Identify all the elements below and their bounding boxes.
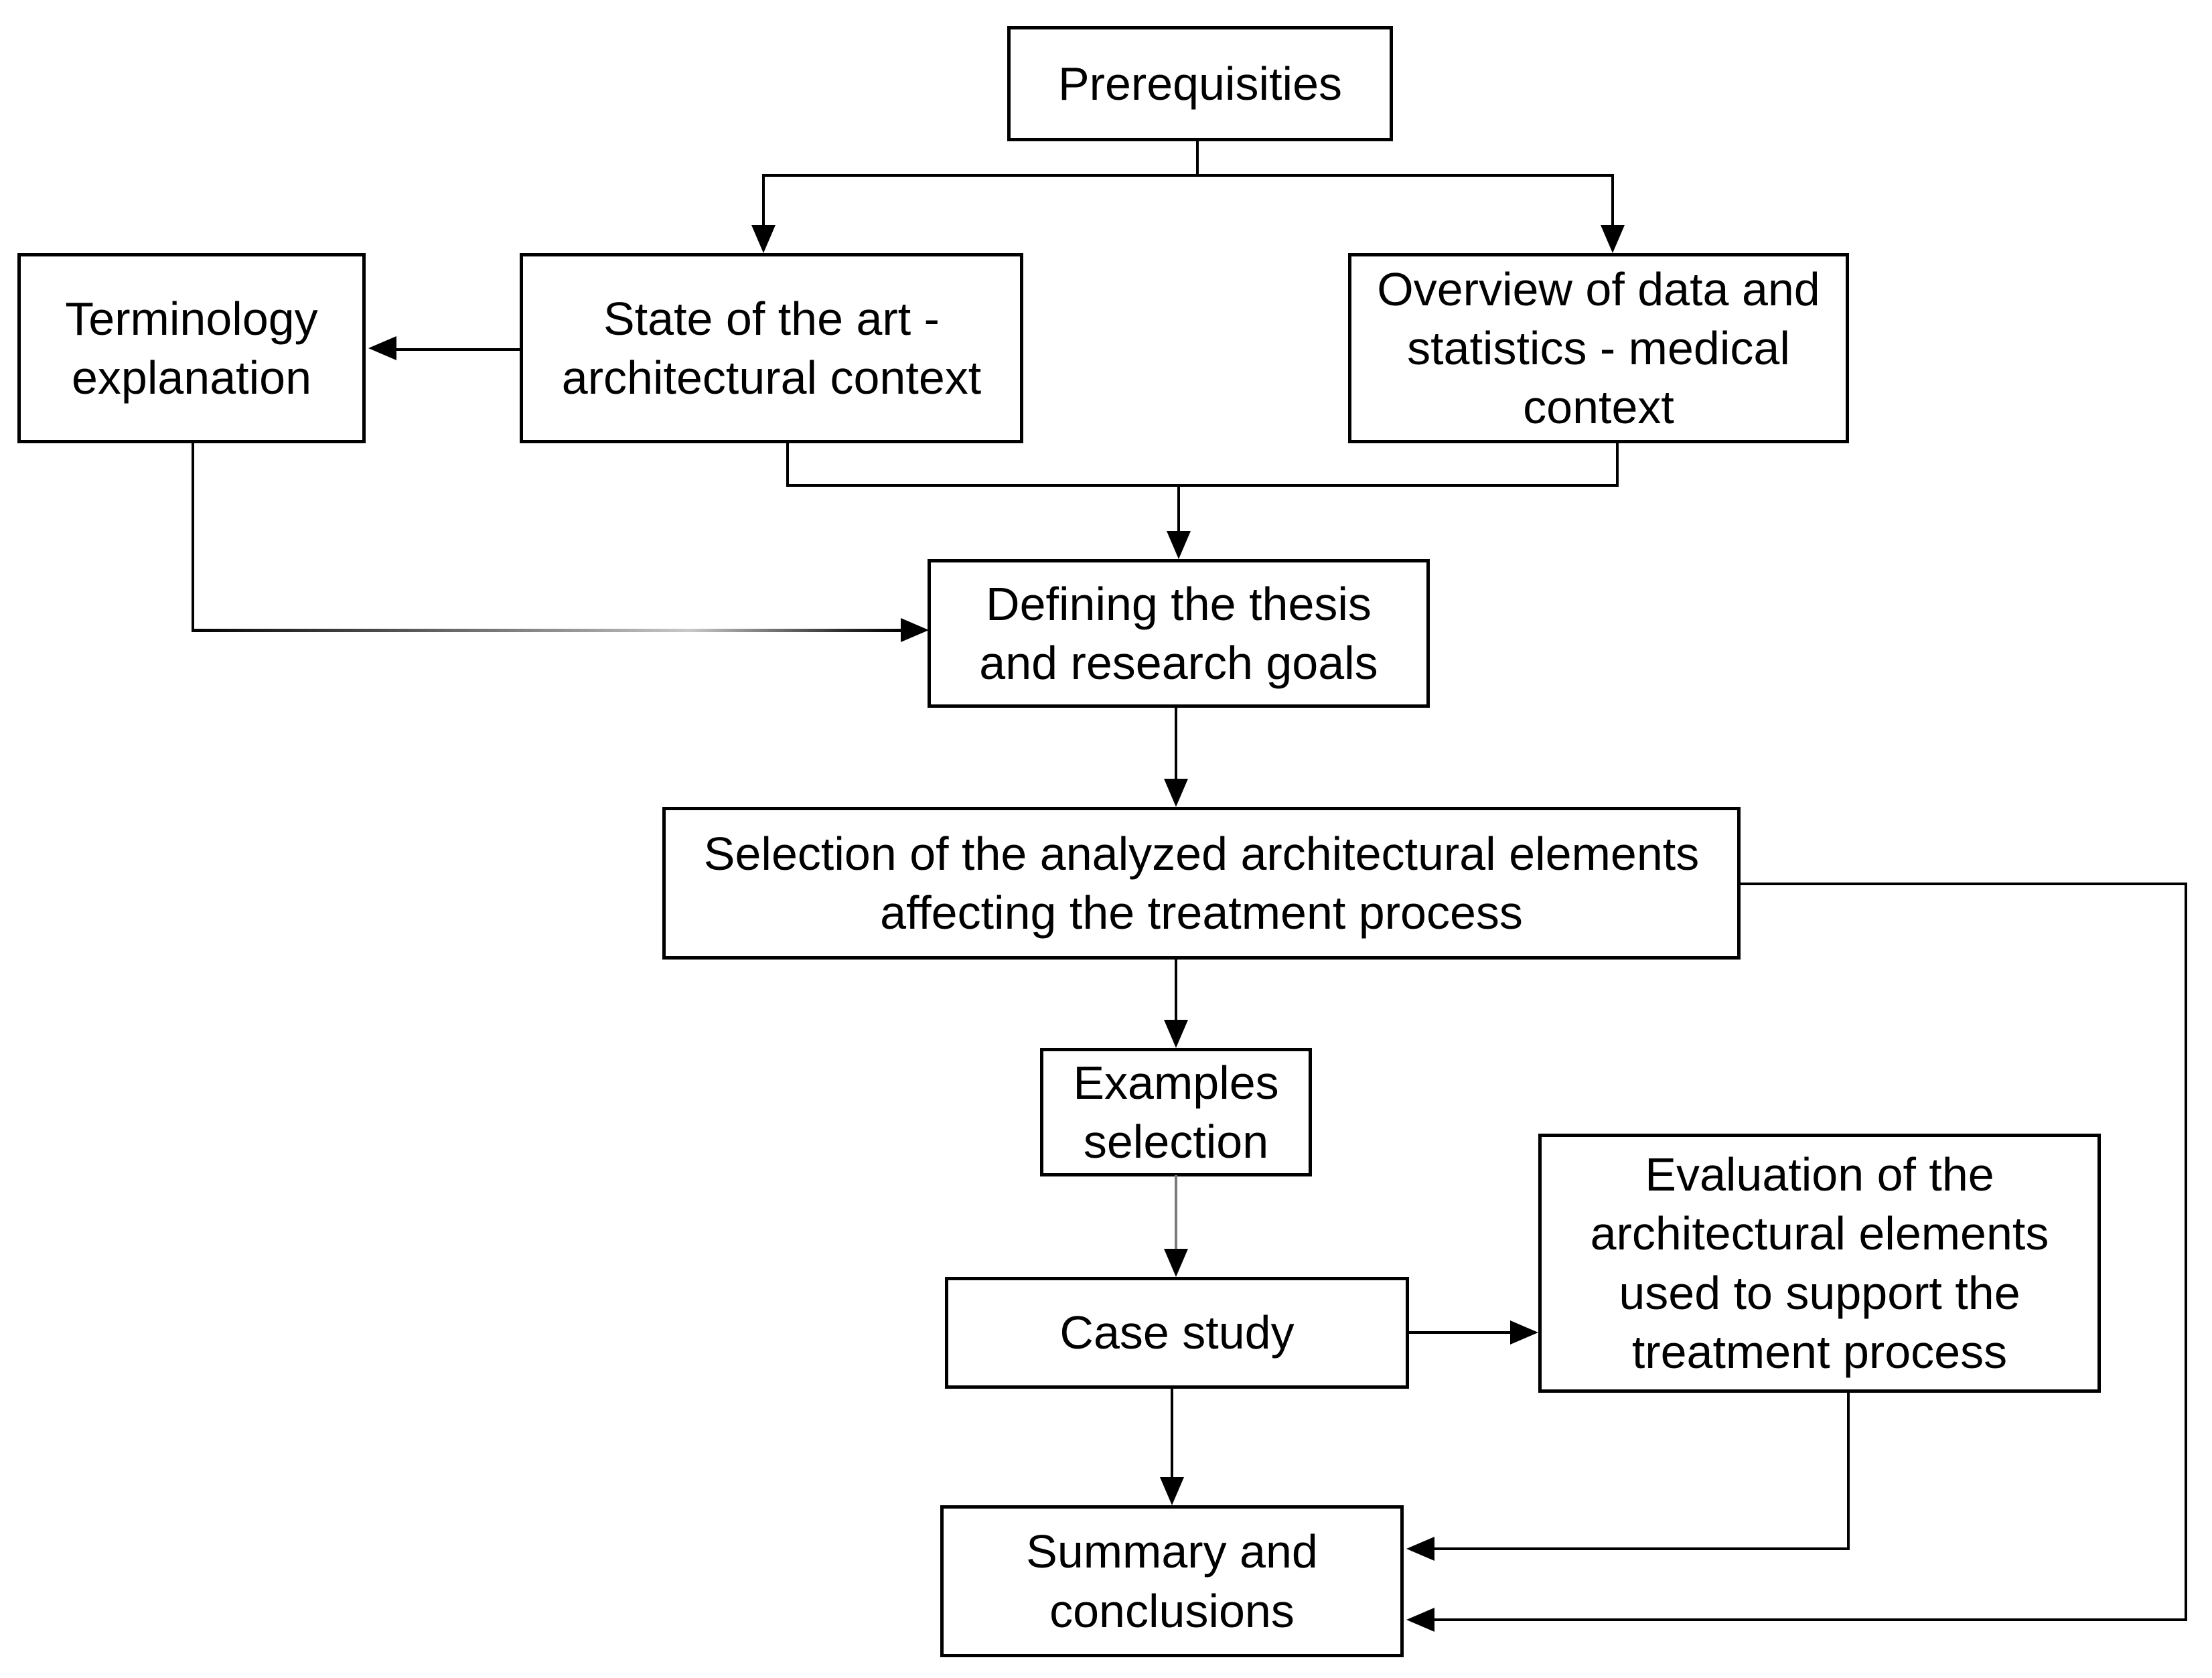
connector-right-to-summary (1432, 1618, 2187, 1621)
arrowhead-into-selection (1164, 779, 1188, 807)
arrowhead-into-defining-left (901, 618, 929, 642)
arrowhead-into-summary-top (1160, 1477, 1184, 1505)
node-terminology-explanation-label: Terminology explanation (65, 292, 318, 404)
node-evaluation-of-elements-label: Evaluation of the architectural elements… (1590, 1148, 2049, 1378)
node-examples-selection: Examples selection (1040, 1048, 1312, 1176)
arrowhead-into-case (1164, 1249, 1188, 1277)
arrowhead-into-terminology (368, 336, 396, 360)
node-examples-selection-label: Examples selection (1073, 1056, 1279, 1168)
arrowhead-into-summary-lower (1406, 1608, 1434, 1632)
connector-selection-right (1739, 883, 2187, 885)
node-summary-conclusions-label: Summary and conclusions (1026, 1525, 1318, 1637)
connector-selection-to-examples (1175, 958, 1177, 1022)
connector-state-to-terminology (394, 348, 522, 351)
connector-prerequisites-split (762, 174, 1614, 177)
connector-case-to-summary (1171, 1387, 1173, 1480)
connector-state-down (786, 442, 789, 487)
arrowhead-into-summary-upper (1406, 1537, 1434, 1561)
node-selection-of-elements-label: Selection of the analyzed architectural … (703, 827, 1700, 939)
connector-merge-to-defining (1177, 484, 1180, 534)
connector-defining-to-selection (1175, 706, 1177, 781)
node-defining-thesis-label: Defining the thesis and research goals (979, 577, 1378, 689)
connector-examples-to-case (1175, 1175, 1177, 1251)
connector-split-to-overview (1611, 174, 1614, 228)
node-state-of-the-art: State of the art - architectural context (520, 253, 1023, 443)
arrowhead-into-defining-top (1167, 531, 1191, 559)
connector-terminology-down (192, 442, 194, 631)
connector-split-to-state (762, 174, 765, 228)
node-evaluation-of-elements: Evaluation of the architectural elements… (1538, 1134, 2101, 1393)
connector-case-to-evaluation (1408, 1331, 1514, 1334)
connector-merge-horizontal (786, 484, 1619, 487)
node-overview-of-data: Overview of data and statistics - medica… (1348, 253, 1849, 443)
node-selection-of-elements: Selection of the analyzed architectural … (662, 807, 1741, 960)
arrowhead-into-examples (1164, 1020, 1188, 1048)
connector-terminology-to-defining (192, 629, 903, 632)
connector-prerequisites-stem (1196, 141, 1199, 177)
node-state-of-the-art-label: State of the art - architectural context (561, 292, 982, 404)
node-summary-conclusions: Summary and conclusions (940, 1505, 1404, 1657)
connector-right-vertical (2185, 883, 2187, 1621)
node-terminology-explanation: Terminology explanation (17, 253, 366, 443)
node-case-study-label: Case study (1059, 1306, 1295, 1359)
node-overview-of-data-label: Overview of data and statistics - medica… (1377, 262, 1820, 434)
arrowhead-into-evaluation (1510, 1320, 1538, 1345)
connector-overview-down (1616, 442, 1619, 487)
node-prerequisites: Prerequisities (1007, 26, 1393, 141)
node-defining-thesis: Defining the thesis and research goals (928, 559, 1430, 708)
connector-evaluation-down (1847, 1391, 1850, 1550)
node-prerequisites-label: Prerequisities (1057, 57, 1343, 110)
connector-evaluation-to-summary (1432, 1547, 1850, 1550)
arrowhead-into-overview (1601, 225, 1625, 253)
node-case-study: Case study (945, 1277, 1409, 1389)
arrowhead-into-state (751, 225, 776, 253)
